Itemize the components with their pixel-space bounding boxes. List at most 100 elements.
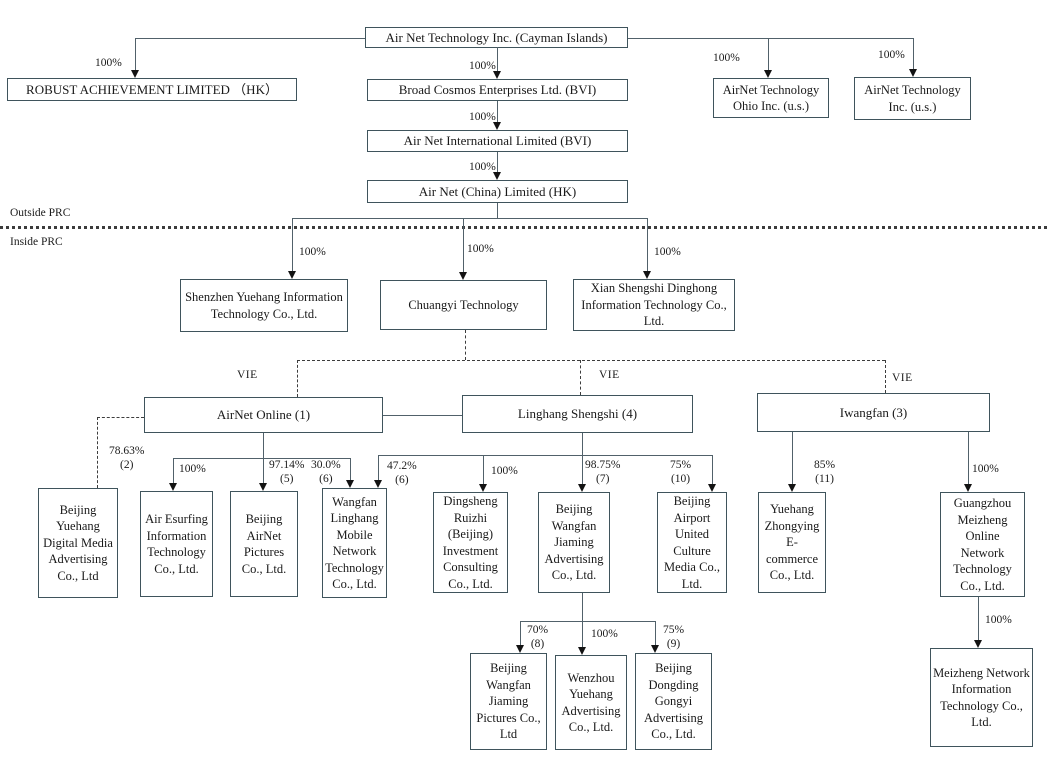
connector-line: [520, 621, 521, 645]
connector-line: [135, 38, 136, 70]
vie-label-right: VIE: [892, 372, 913, 384]
connector-line-dashed: [97, 417, 98, 488]
region-label-inside-prc: Inside PRC: [10, 236, 63, 248]
connector-line: [463, 218, 464, 272]
node-wenzhou-yuehang: Wenzhou Yuehang Advertising Co., Ltd.: [555, 655, 627, 750]
ownership-note: (7): [596, 472, 610, 485]
ownership-note: (11): [815, 472, 834, 485]
ownership-pct: 70%: [527, 624, 549, 636]
node-wangfan-linghang-mobile: Wangfan Linghang Mobile Network Technolo…: [322, 488, 387, 598]
connector-line-dashed: [885, 360, 886, 393]
connector-line: [655, 621, 656, 645]
node-airnet-us: AirNet Technology Inc. (u.s.): [854, 77, 971, 120]
arrowhead-down: [493, 71, 501, 79]
arrowhead-down: [516, 645, 524, 653]
connector-line: [263, 458, 264, 483]
connector-line: [628, 38, 913, 39]
vie-label-middle: VIE: [599, 369, 620, 381]
ownership-label-wangfan-jiaming-pic: 70%(8): [527, 624, 548, 651]
connector-line: [913, 38, 914, 69]
arrowhead-down: [964, 484, 972, 492]
connector-line: [378, 455, 712, 456]
connector-line: [135, 38, 365, 39]
node-linghang-shengshi: Linghang Shengshi (4): [462, 395, 693, 433]
connector-line: [520, 621, 655, 622]
connector-line: [497, 152, 498, 172]
ownership-pct: 100%: [591, 628, 618, 640]
connector-line: [483, 455, 484, 484]
ownership-pct: 100%: [179, 463, 206, 475]
node-iwangfan: Iwangfan (3): [757, 393, 990, 432]
node-beijing-yuehang-digital: Beijing Yuehang Digital Media Advertisin…: [38, 488, 118, 598]
connector-line-dashed: [465, 330, 466, 360]
ownership-label-robust: 100%: [95, 57, 122, 71]
connector-line: [383, 415, 462, 416]
ownership-pct: 75%: [663, 624, 685, 636]
connector-line: [173, 458, 174, 483]
region-label-outside-prc: Outside PRC: [10, 207, 71, 219]
arrowhead-down: [708, 484, 716, 492]
connector-line: [582, 621, 583, 647]
connector-line: [497, 203, 498, 218]
arrowhead-down: [169, 483, 177, 491]
arrowhead-down: [764, 70, 772, 78]
ownership-pct: 100%: [469, 60, 496, 72]
ownership-label-us-inc: 100%: [878, 49, 905, 63]
ownership-note: (10): [670, 472, 691, 485]
connector-line-dashed: [97, 417, 144, 418]
ownership-label-guangzhou: 100%: [972, 463, 999, 477]
connector-line: [582, 455, 583, 484]
node-air-esurfing: Air Esurfing Information Technology Co.,…: [140, 491, 213, 597]
ownership-label-dingsheng: 100%: [491, 465, 518, 479]
arrowhead-down: [493, 122, 501, 130]
ownership-note: (8): [530, 637, 545, 650]
ownership-pct: 30.0%: [311, 459, 341, 471]
ownership-note: (2): [120, 458, 134, 471]
connector-line: [792, 432, 793, 484]
ownership-pct: 100%: [469, 111, 496, 123]
node-beijing-airport-united: Beijing Airport United Culture Media Co.…: [657, 492, 727, 593]
connector-line: [173, 458, 350, 459]
ownership-pct: 100%: [299, 246, 326, 258]
node-airnet-online: AirNet Online (1): [144, 397, 383, 433]
connector-line: [350, 458, 351, 480]
node-dingsheng-ruizhi: Dingsheng Ruizhi (Beijing) Investment Co…: [433, 492, 508, 593]
connector-line: [378, 455, 379, 480]
arrowhead-down: [909, 69, 917, 77]
ownership-label-meizheng-network: 100%: [985, 614, 1012, 628]
connector-line: [768, 38, 769, 70]
ownership-label-esurfing: 100%: [179, 463, 206, 477]
ownership-pct: 100%: [469, 161, 496, 173]
ownership-label-wangfan-jiaming-adv: 98.75%(7): [585, 459, 620, 486]
connector-line: [292, 218, 647, 219]
ownership-label-zhongying: 85%(11): [814, 459, 835, 486]
ownership-note: (6): [395, 473, 409, 486]
ownership-pct: 47.2%: [387, 460, 417, 472]
arrowhead-down: [346, 480, 354, 488]
connector-line-dashed: [297, 360, 298, 397]
node-beijing-dongding-gongyi: Beijing Dongding Gongyi Advertising Co.,…: [635, 653, 712, 750]
connector-line-dashed: [580, 360, 581, 395]
ownership-pct: 98.75%: [585, 459, 621, 471]
connector-line: [978, 597, 979, 640]
arrowhead-down: [578, 647, 586, 655]
arrowhead-down: [374, 480, 382, 488]
node-chuangyi-technology: Chuangyi Technology: [380, 280, 547, 330]
ownership-pct: 78.63%: [109, 445, 145, 457]
connector-line: [647, 218, 648, 271]
ownership-label-china: 100%: [469, 161, 496, 175]
ownership-pct: 100%: [713, 52, 740, 64]
ownership-label-chuangyi: 100%: [467, 243, 494, 257]
node-guangzhou-meizheng: Guangzhou Meizheng Online Network Techno…: [940, 492, 1025, 597]
ownership-note: (6): [319, 472, 333, 485]
connector-line: [497, 101, 498, 122]
arrowhead-down: [493, 172, 501, 180]
ownership-label-beijing-yuehang: 78.63%(2): [109, 445, 144, 472]
arrowhead-down: [259, 483, 267, 491]
connector-line: [968, 432, 969, 484]
arrowhead-down: [974, 640, 982, 648]
arrowhead-down: [131, 70, 139, 78]
arrowhead-down: [643, 271, 651, 279]
ownership-label-broad-cosmos: 100%: [469, 60, 496, 74]
